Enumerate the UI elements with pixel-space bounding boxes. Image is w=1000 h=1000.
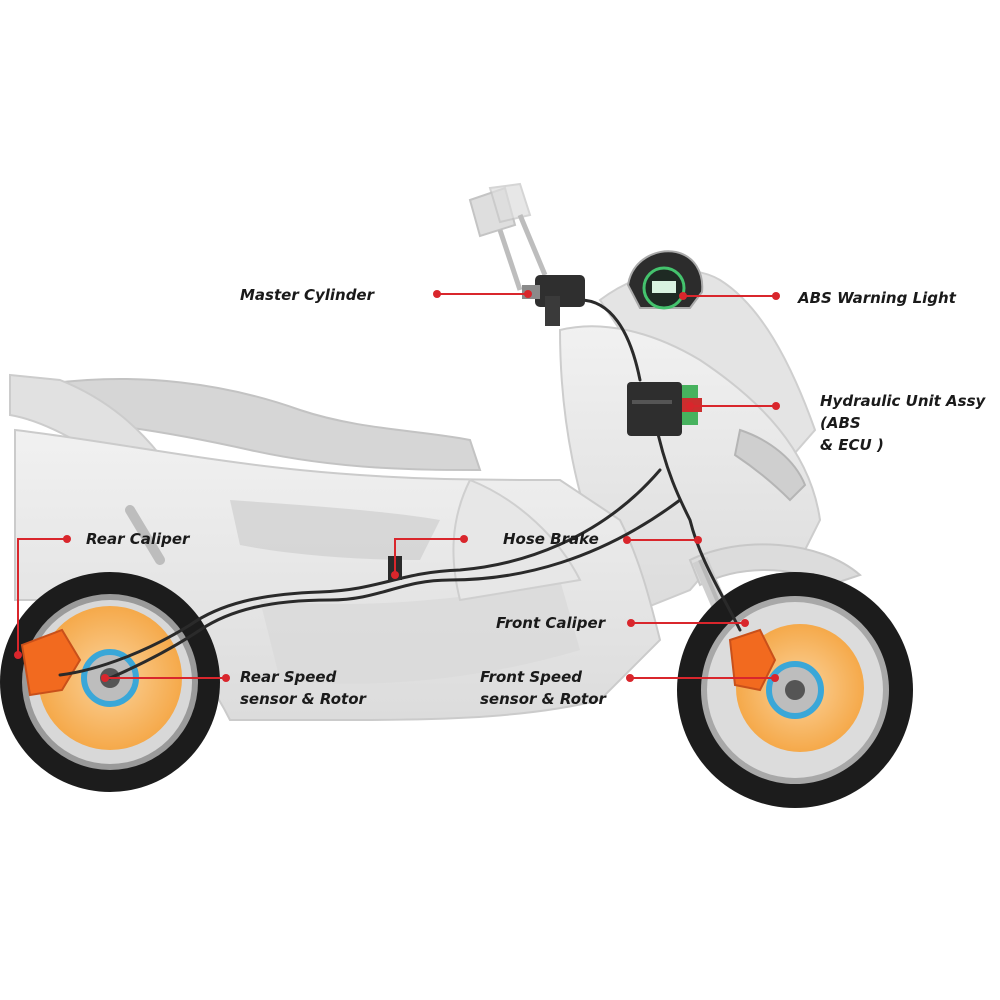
label-rear-caliper: Rear Caliper bbox=[86, 530, 190, 548]
front-wheel bbox=[677, 572, 913, 808]
rear-wheel bbox=[0, 572, 220, 792]
master-cylinder-part bbox=[522, 275, 585, 326]
brake-hoses bbox=[58, 298, 742, 680]
scooter-illustration bbox=[9, 182, 862, 721]
rear-shock bbox=[125, 505, 165, 565]
label-front-speed-sensor: Front Speed sensor & Rotor bbox=[480, 668, 606, 708]
speedometer-icon bbox=[626, 250, 704, 310]
label-front-caliper: Front Caliper bbox=[496, 614, 606, 632]
label-hose-brake: Hose Brake bbox=[503, 530, 599, 548]
label-master-cylinder: Master Cylinder bbox=[240, 286, 374, 304]
floorboard bbox=[452, 478, 582, 602]
headlight bbox=[733, 428, 807, 502]
callouts bbox=[14, 290, 780, 682]
label-abs-warning-light: ABS Warning Light bbox=[798, 289, 956, 307]
seat bbox=[28, 378, 482, 472]
mirror-left bbox=[468, 182, 548, 291]
label-rear-speed-sensor: Rear Speed sensor & Rotor bbox=[240, 668, 366, 708]
label-hydraulic-unit: Hydraulic Unit Assy (ABS & ECU ) bbox=[820, 392, 986, 454]
rear-caliper-icon bbox=[20, 628, 82, 697]
